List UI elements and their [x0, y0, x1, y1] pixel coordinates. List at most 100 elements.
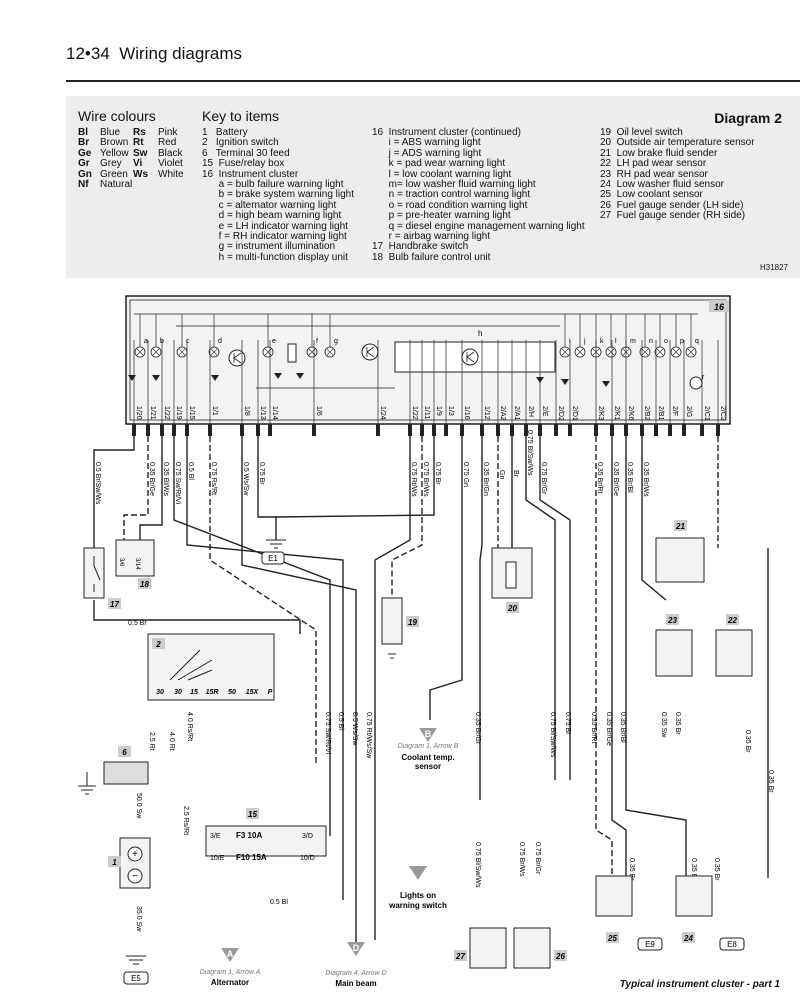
wire-label: 0.5 Ws/Sw [351, 712, 358, 746]
battery-minus: − [132, 871, 138, 882]
arrow-label: Alternator [211, 978, 249, 987]
diode [561, 379, 569, 385]
key-item: g = instrument illumination [202, 241, 336, 253]
item-number: 1 [112, 858, 117, 867]
switch-terminal: 50 [228, 689, 236, 696]
oil-level-switch [381, 597, 403, 645]
lamp-letter: a [144, 338, 148, 345]
pin-label: 1/22 [163, 406, 170, 420]
pin-label: 2/A2 [499, 406, 506, 421]
fuse-terminal: 3/E [210, 833, 221, 840]
item-number-bg [454, 950, 467, 961]
earth-e1 [261, 551, 285, 565]
wire-label: 0.75 Br/Ws [422, 462, 429, 497]
pin-connector [420, 424, 424, 436]
pin-label: 2/A1 [513, 406, 520, 421]
key-item: 20 Outside air temperature sensor [600, 137, 755, 149]
page-title: Wiring diagrams [119, 44, 243, 63]
wire-label: 2.5 Rt [148, 732, 155, 751]
pin-label: 1/12 [483, 406, 490, 420]
key-item: 22 LH pad wear sensor [600, 158, 707, 170]
pin-connector [160, 424, 164, 436]
pin-connector [496, 424, 500, 436]
item-number: 26 [555, 952, 565, 961]
wire-label: 0.35 Br [628, 858, 635, 881]
arrow-label: sensor [415, 762, 441, 771]
wire-label: 0.35 Br/Ge [148, 462, 155, 496]
pin-label: 1/21 [149, 406, 156, 420]
key-item: d = high beam warning light [202, 210, 342, 222]
key-item: 25 Low coolant sensor [600, 189, 703, 201]
earth-e5 [123, 971, 149, 985]
bulb-failure-unit [115, 539, 155, 577]
key-item: 6 Terminal 30 feed [202, 147, 290, 159]
wire-label: 0.35 Br/Gn [482, 462, 489, 496]
pin-connector [268, 424, 272, 436]
arrow-label: Lights on [400, 891, 436, 900]
wire-label: 0.35 Br/Bl [619, 712, 626, 743]
item-number: 15 [248, 810, 257, 819]
wire [209, 436, 317, 766]
item-number: 27 [455, 952, 465, 961]
key-item: i = ABS warning light [372, 137, 481, 149]
pin-label: 1/1 [211, 406, 218, 416]
pin-connector [240, 424, 244, 436]
lamp-letter: g [334, 338, 338, 345]
item-number: 22 [727, 616, 737, 625]
key-title: Key to items [202, 108, 280, 124]
wire-label: 0.75 Br/Ws [518, 842, 525, 877]
pin-label: 2/D2 [557, 406, 564, 421]
item-number: 24 [683, 934, 693, 943]
earth-e8 [719, 937, 745, 951]
switch-terminal: 30 [156, 689, 164, 696]
pin-connector [408, 424, 412, 436]
key-item: 27 Fuel gauge sender (RH side) [600, 210, 746, 222]
transistor [461, 348, 479, 366]
wire-label: 0.75 Gn [462, 462, 469, 487]
brake-fluid-sender [655, 537, 705, 583]
arrow-d [347, 942, 365, 956]
arrow-ref: Diagram 4, Arrow D [325, 970, 386, 977]
item-number-bg [118, 746, 131, 757]
page-number: 12•34 [66, 44, 110, 63]
pin-label: 2/H [527, 406, 534, 417]
diode [152, 375, 160, 381]
pin-connector [538, 424, 542, 436]
item-number: 20 [507, 604, 517, 613]
pin-label: 2/D1 [571, 406, 578, 421]
wire-label: 0.75 Br/Gr [540, 462, 547, 495]
key-item: 19 Oil level switch [600, 127, 683, 138]
lamp-letter: k [600, 338, 604, 345]
pin-connector [524, 424, 528, 436]
pin-connector [568, 424, 572, 436]
lamp-letter: d [218, 338, 222, 345]
key-item: f = RH indicator warning light [202, 231, 347, 243]
wire-label: 0.75 Bl/Sw/Ws [526, 430, 533, 476]
pin-connector [172, 424, 176, 436]
wire [139, 436, 163, 540]
item-number-bg [406, 616, 419, 627]
key-item: 24 Low washer fluid sensor [600, 179, 724, 191]
lamp-letter: r [702, 374, 705, 381]
cluster-label: 16 [714, 302, 725, 312]
wire-label: 0.75 Rt/Ws/Sw [365, 712, 372, 759]
wire-label: 0.35 Br/Bl [626, 462, 633, 493]
ground-symbol [266, 539, 286, 549]
wire [625, 436, 687, 878]
pin-label: 2/B2 [643, 406, 650, 421]
earth-label: E5 [131, 974, 141, 983]
pin-label: 1/13 [259, 406, 266, 420]
transistor [228, 349, 246, 367]
key-item: o = road condition warning light [372, 199, 528, 211]
pin-label: 2/E [541, 406, 548, 417]
wire-label: Gn [498, 470, 505, 479]
wire-label: 35.0 Sw [135, 906, 142, 932]
pin-label: 2/K3 [597, 406, 604, 421]
key-item: k = pad wear warning light [372, 158, 506, 170]
key-item: 26 Fuel gauge sender (LH side) [600, 199, 744, 211]
display-unit-letter: h [478, 329, 482, 338]
diode [296, 373, 304, 379]
key-column-2: 16 Instrument cluster (continued) i = AB… [372, 127, 585, 263]
